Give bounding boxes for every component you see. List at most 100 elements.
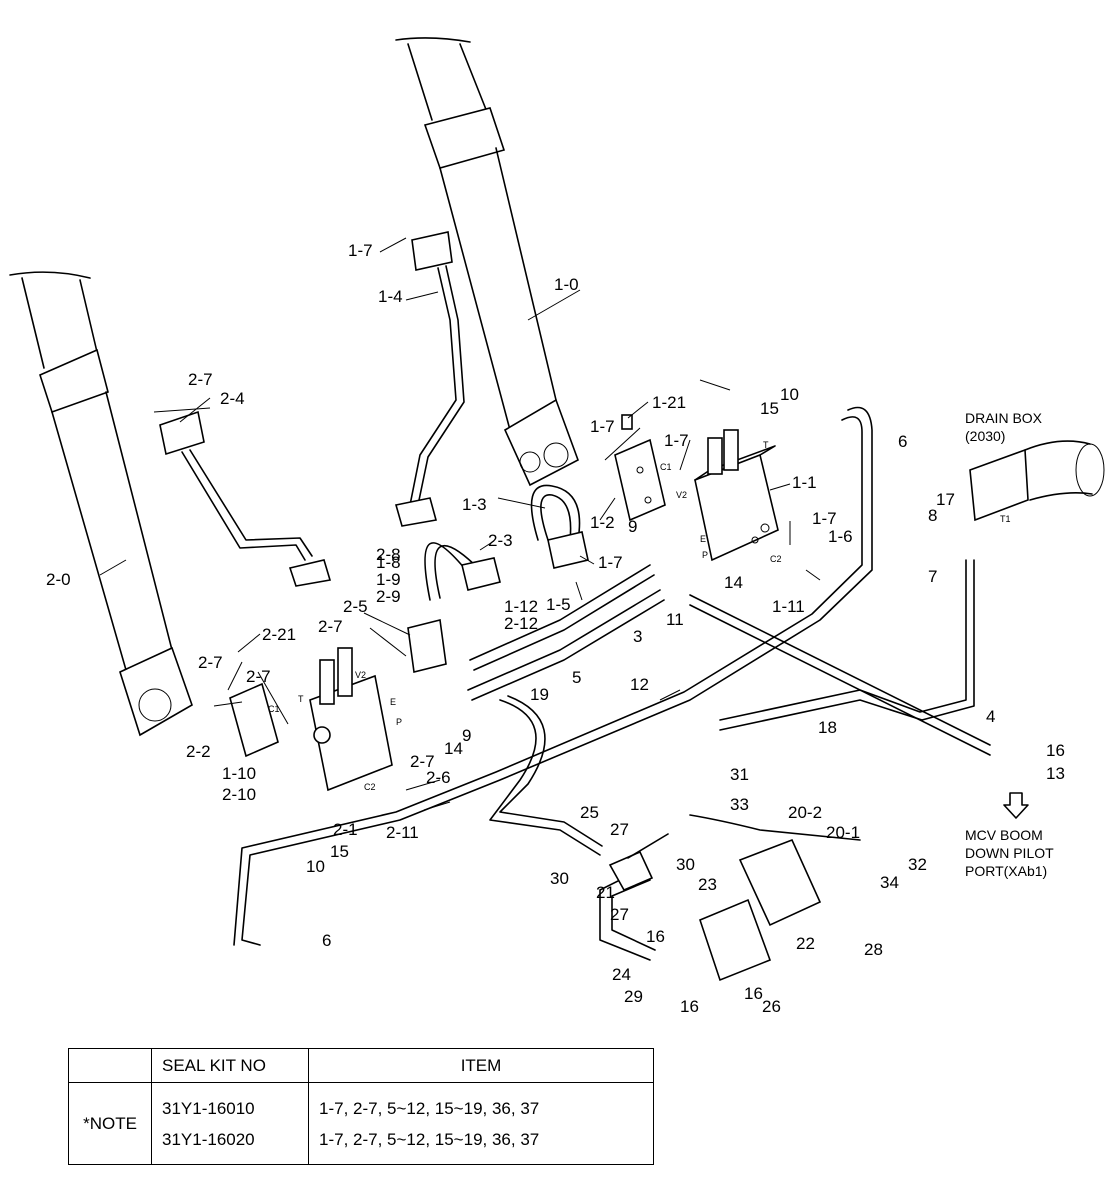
callout-7: 7 <box>928 567 937 586</box>
seal-kit-items-row: 1-7, 2-7, 5~12, 15~19, 36, 37 <box>319 1129 540 1149</box>
callout-33: 33 <box>730 795 749 814</box>
callout-2-5: 2-5 <box>343 597 368 616</box>
mcv-note: MCV BOOM DOWN PILOT PORT(XAb1) <box>965 792 1054 879</box>
callout-2-11: 2-11 <box>386 823 419 842</box>
callout-1-9: 1-9 <box>376 570 401 589</box>
seal-kit-numbers: 31Y1-16010 31Y1-16020 <box>151 1082 309 1165</box>
port-p-right: P <box>702 550 708 560</box>
hose-6 <box>233 406 873 946</box>
callout-19: 19 <box>530 685 549 704</box>
hose-5 <box>469 564 655 671</box>
seal-kit-table: SEAL KIT NO ITEM *NOTE 31Y1-16010 31Y1-1… <box>68 1048 654 1165</box>
drain-box-code: (2030) <box>965 428 1005 444</box>
callout-1-7-valve: 1-7 <box>664 431 689 450</box>
callout-15-bottom: 15 <box>330 842 349 861</box>
callout-24: 24 <box>612 965 631 984</box>
callout-labels: 1-0 1-1 1-2 1-3 1-4 1-5 1-6 1-7 1-7 1-7 … <box>46 241 1065 1016</box>
callout-26: 26 <box>762 997 781 1016</box>
hose-3 <box>467 589 665 701</box>
callout-9-left: 9 <box>462 726 471 745</box>
callout-1-8: 1-8 <box>376 553 401 572</box>
callout-5: 5 <box>572 668 581 687</box>
callout-2-7-pipe: 2-7 <box>318 617 343 636</box>
port-t-left: T <box>298 694 304 704</box>
callout-21: 21 <box>596 883 615 902</box>
callout-12: 12 <box>630 675 649 694</box>
callout-1-11: 1-11 <box>772 597 805 616</box>
callout-16-lower: 16 <box>646 927 665 946</box>
callout-14-right: 14 <box>724 573 743 592</box>
pipe-2-4 <box>159 410 332 587</box>
callout-1-7-top: 1-7 <box>348 241 373 260</box>
callout-28: 28 <box>864 940 883 959</box>
seal-kit-table-header: SEAL KIT NO ITEM <box>68 1048 654 1083</box>
callout-14-left: 14 <box>444 739 463 758</box>
callout-6-top: 6 <box>898 432 907 451</box>
table-header-blank <box>68 1048 152 1083</box>
port-t-right: T <box>763 440 769 450</box>
callout-16-bottom: 16 <box>680 997 699 1016</box>
port-e-left: E <box>390 697 396 707</box>
seal-kit-number: 31Y1-16020 <box>162 1129 255 1149</box>
callout-16-pair: 16 <box>744 984 763 1003</box>
callout-1-2: 1-2 <box>590 513 615 532</box>
callout-2-2: 2-2 <box>186 742 211 761</box>
callout-10-top: 10 <box>780 385 799 404</box>
callout-18: 18 <box>818 718 837 737</box>
port-v2-right: V2 <box>676 490 687 500</box>
drain-box: DRAIN BOX (2030) T1 <box>965 410 1105 524</box>
port-v2-left: V2 <box>355 670 366 680</box>
callout-22: 22 <box>796 934 815 953</box>
callout-2-7-top: 2-7 <box>188 370 213 389</box>
boom-cylinder-2-0 <box>9 271 193 737</box>
callout-9-right: 9 <box>628 517 637 536</box>
callout-2-1: 2-1 <box>333 820 358 839</box>
callout-1-10: 1-10 <box>222 764 256 783</box>
note-label: *NOTE <box>68 1082 152 1165</box>
callout-2-8: 2-8 <box>376 545 401 564</box>
drain-box-title: DRAIN BOX <box>965 410 1043 426</box>
mcv-note-line1: MCV BOOM <box>965 827 1043 843</box>
mcv-note-line3: PORT(XAb1) <box>965 863 1047 879</box>
flange-1-2: C1 <box>614 414 672 522</box>
callout-30-left: 30 <box>550 869 569 888</box>
port-c2-right: C2 <box>770 554 782 564</box>
valve-block-1-1: T V2 E P C2 <box>676 429 782 564</box>
callout-1-0: 1-0 <box>554 275 579 294</box>
table-header-item: ITEM <box>308 1048 654 1083</box>
callout-25: 25 <box>580 803 599 822</box>
callout-1-6: 1-6 <box>828 527 853 546</box>
table-header-seal-kit: SEAL KIT NO <box>151 1048 309 1083</box>
callout-2-12: 2-12 <box>504 614 538 633</box>
port-t1-drain: T1 <box>1000 514 1011 524</box>
callout-32: 32 <box>908 855 927 874</box>
valve-block-2-1: T V2 E P C2 <box>298 647 402 792</box>
callout-15-top: 15 <box>760 399 779 418</box>
callout-8: 8 <box>928 506 937 525</box>
callout-17: 17 <box>936 490 955 509</box>
callout-1-7-flange: 1-7 <box>590 417 615 436</box>
callout-11: 11 <box>666 610 684 629</box>
callout-13: 13 <box>1046 764 1065 783</box>
callout-6-bottom: 6 <box>322 931 331 950</box>
port-e-right: E <box>700 534 706 544</box>
seal-kit-table-body: *NOTE 31Y1-16010 31Y1-16020 1-7, 2-7, 5~… <box>68 1082 654 1165</box>
callout-2-3: 2-3 <box>488 531 513 550</box>
callout-10-bottom: 10 <box>306 857 325 876</box>
callout-27-top: 27 <box>610 820 629 839</box>
callout-2-21: 2-21 <box>262 625 296 644</box>
hose-4 <box>689 594 991 756</box>
port-c1-left: C1 <box>268 704 280 714</box>
callout-1-4: 1-4 <box>378 287 403 306</box>
callout-2-4: 2-4 <box>220 389 245 408</box>
leader-lines <box>99 237 821 811</box>
line-25 <box>489 695 603 856</box>
callout-2-7-valve: 2-7 <box>246 667 271 686</box>
callout-2-7-side: 2-7 <box>410 752 435 771</box>
callout-2-7-flange: 2-7 <box>198 653 223 672</box>
callout-20-2: 20-2 <box>788 803 822 822</box>
hose-7 <box>719 559 975 731</box>
callout-31: 31 <box>730 765 749 784</box>
callout-2-0: 2-0 <box>46 570 71 589</box>
